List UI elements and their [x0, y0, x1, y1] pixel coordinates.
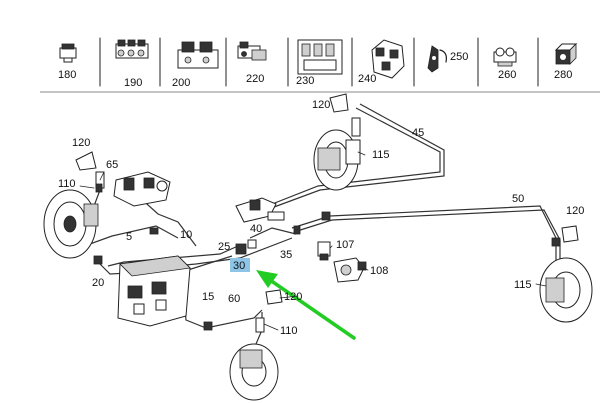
part-label: 280 — [554, 69, 572, 81]
master-cylinder — [113, 171, 171, 207]
callout-115-rear-right[interactable]: 115 — [514, 279, 532, 291]
brake-line-40 — [249, 227, 297, 239]
callout-60[interactable]: 60 — [228, 293, 240, 305]
callout-120-front-right[interactable]: 120 — [312, 99, 330, 111]
part-240-clip[interactable]: 240 — [358, 39, 405, 85]
part-label: 250 — [450, 51, 468, 63]
triple-clip-icon — [115, 39, 149, 59]
quad-clip-icon — [297, 39, 343, 75]
callout-120-rear-right[interactable]: 120 — [566, 205, 584, 217]
brake-line-45-b — [265, 103, 445, 211]
part-label: 220 — [246, 73, 264, 85]
callout-10[interactable]: 10 — [180, 229, 192, 241]
clip-icon — [59, 43, 77, 63]
callout-label-30: 30 — [233, 260, 245, 272]
distribution-block — [235, 197, 285, 223]
cross-clip-icon — [371, 39, 405, 79]
hydraulic-unit — [117, 255, 191, 327]
bracket-120-rear-right — [561, 225, 579, 243]
part-280-clip[interactable]: 280 — [554, 43, 578, 81]
bracket-clip-icon — [237, 41, 267, 61]
front-right-brake-disc — [313, 93, 361, 191]
bracket-120-front-left — [75, 151, 97, 171]
callout-120-rear-left[interactable]: 120 — [284, 291, 302, 303]
part-250-clip[interactable]: 250 — [427, 45, 468, 73]
small-clip-icon — [493, 47, 517, 67]
rear-right-brake-disc — [539, 225, 593, 323]
callout-115-front-right[interactable]: 115 — [372, 149, 390, 161]
highlight-box — [230, 258, 250, 272]
rear-left-brake-disc — [229, 289, 283, 401]
line-fittings — [93, 183, 561, 331]
part-label: 240 — [358, 73, 376, 85]
callout-25[interactable]: 25 — [218, 241, 230, 253]
callout-110-rear-left[interactable]: 110 — [280, 325, 298, 337]
brake-line-45 — [261, 107, 441, 209]
brake-line-10 — [137, 195, 197, 247]
fitting-30 — [235, 239, 257, 255]
part-label: 260 — [498, 69, 516, 81]
callout-50[interactable]: 50 — [512, 193, 524, 205]
part-label: 180 — [58, 69, 76, 81]
sensor-107 — [317, 241, 331, 261]
callout-120-front-left[interactable]: 120 — [72, 137, 90, 149]
bracket-120-front-right — [329, 93, 349, 113]
callout-110-front-left[interactable]: 110 — [58, 178, 76, 190]
callout-35[interactable]: 35 — [280, 249, 292, 261]
cube-clip-icon — [554, 43, 578, 65]
part-260-clip[interactable]: 260 — [493, 47, 517, 81]
callout-45[interactable]: 45 — [412, 127, 424, 139]
callout-65[interactable]: 65 — [106, 159, 118, 171]
double-block-clip-icon — [177, 41, 219, 69]
callout-15[interactable]: 15 — [202, 291, 214, 303]
part-220-clip[interactable]: 220 — [237, 41, 267, 85]
part-label: 200 — [172, 77, 190, 89]
brake-line-60 — [183, 271, 263, 329]
part-190-clip[interactable]: 190 — [115, 39, 149, 89]
callout-20[interactable]: 20 — [92, 277, 104, 289]
arrow-shaft — [268, 278, 356, 340]
parts-bar: 180 190 200 — [40, 37, 600, 93]
brake-line-50 — [291, 205, 557, 262]
callout-108[interactable]: 108 — [370, 265, 388, 277]
part-label: 190 — [124, 77, 142, 89]
part-200-clip[interactable]: 200 — [172, 41, 219, 89]
sensor-108 — [333, 257, 367, 283]
callout-107[interactable]: 107 — [336, 239, 354, 251]
hook-clip-icon — [427, 45, 447, 73]
brake-line-50-b — [293, 209, 561, 262]
callout-40[interactable]: 40 — [250, 223, 262, 235]
part-label: 230 — [296, 75, 314, 87]
callout-5[interactable]: 5 — [126, 231, 132, 243]
pointer-arrow — [256, 270, 356, 340]
callouts: 120 65 110 10 5 20 25 40 35 15 60 120 11… — [58, 99, 584, 337]
part-230-clip[interactable]: 230 — [296, 39, 343, 87]
arrow-head — [256, 270, 278, 288]
leader-lines — [79, 151, 547, 331]
bracket-120-rear-left — [265, 289, 283, 305]
part-180-clip[interactable]: 180 — [58, 43, 77, 81]
highlighted-callout-30[interactable]: 30 — [230, 258, 250, 272]
brake-line-5 — [89, 189, 179, 245]
